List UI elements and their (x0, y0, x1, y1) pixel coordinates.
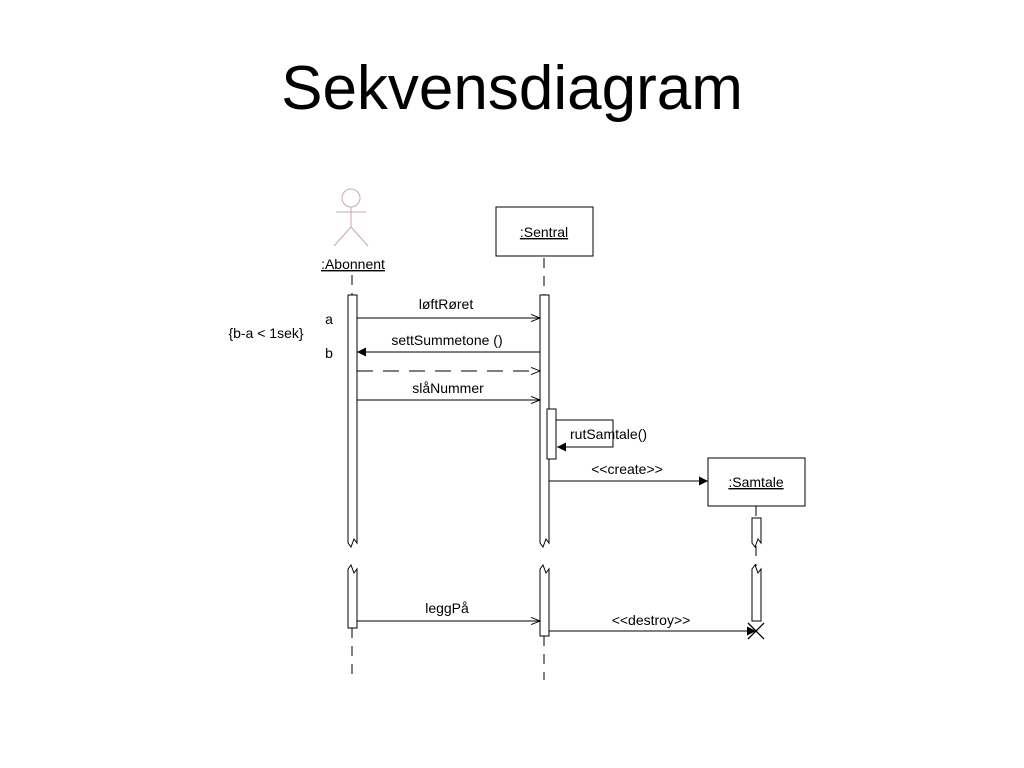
message-leggpa-label: leggPå (425, 600, 469, 616)
destroy-x-icon (747, 622, 765, 640)
activation-abonnent-upper (347, 294, 358, 549)
activation-samtale-lower (751, 563, 762, 622)
activation-sentral-lower (539, 563, 550, 637)
lifeline-sentral-label: :Sentral (520, 224, 568, 240)
activation-bars (347, 294, 762, 637)
activation-samtale-upper (751, 517, 762, 549)
activation-sentral-nested (546, 408, 557, 460)
message-destroy-label: <<destroy>> (612, 612, 691, 628)
activation-abonnent-lower (347, 563, 358, 629)
timing-mark-b: b (325, 345, 333, 361)
lifeline-sentral-box: :Sentral (495, 206, 594, 257)
lifeline-samtale-box: :Samtale (707, 457, 806, 507)
timing-mark-a: a (325, 311, 333, 327)
timing-constraint: {b-a < 1sek} (228, 325, 303, 341)
activation-sentral-upper (539, 294, 550, 549)
message-rutsamtale-selfcall-arrow (556, 419, 614, 452)
message-slanummer-label: slåNummer (412, 380, 484, 396)
lifeline-dashes (351, 258, 757, 680)
message-settsummetone-label: settSummetone () (391, 332, 502, 348)
actor-figure-icon (333, 188, 369, 247)
lifeline-abonnent-label: :Abonnent (321, 256, 385, 272)
message-create-label: <<create>> (591, 461, 663, 477)
lifeline-samtale-label: :Samtale (728, 474, 783, 490)
message-rutsamtale-label: rutSamtale() (570, 426, 647, 442)
slide-title: Sekvensdiagram (281, 54, 743, 123)
message-loftroret-label: løftRøret (419, 296, 474, 312)
